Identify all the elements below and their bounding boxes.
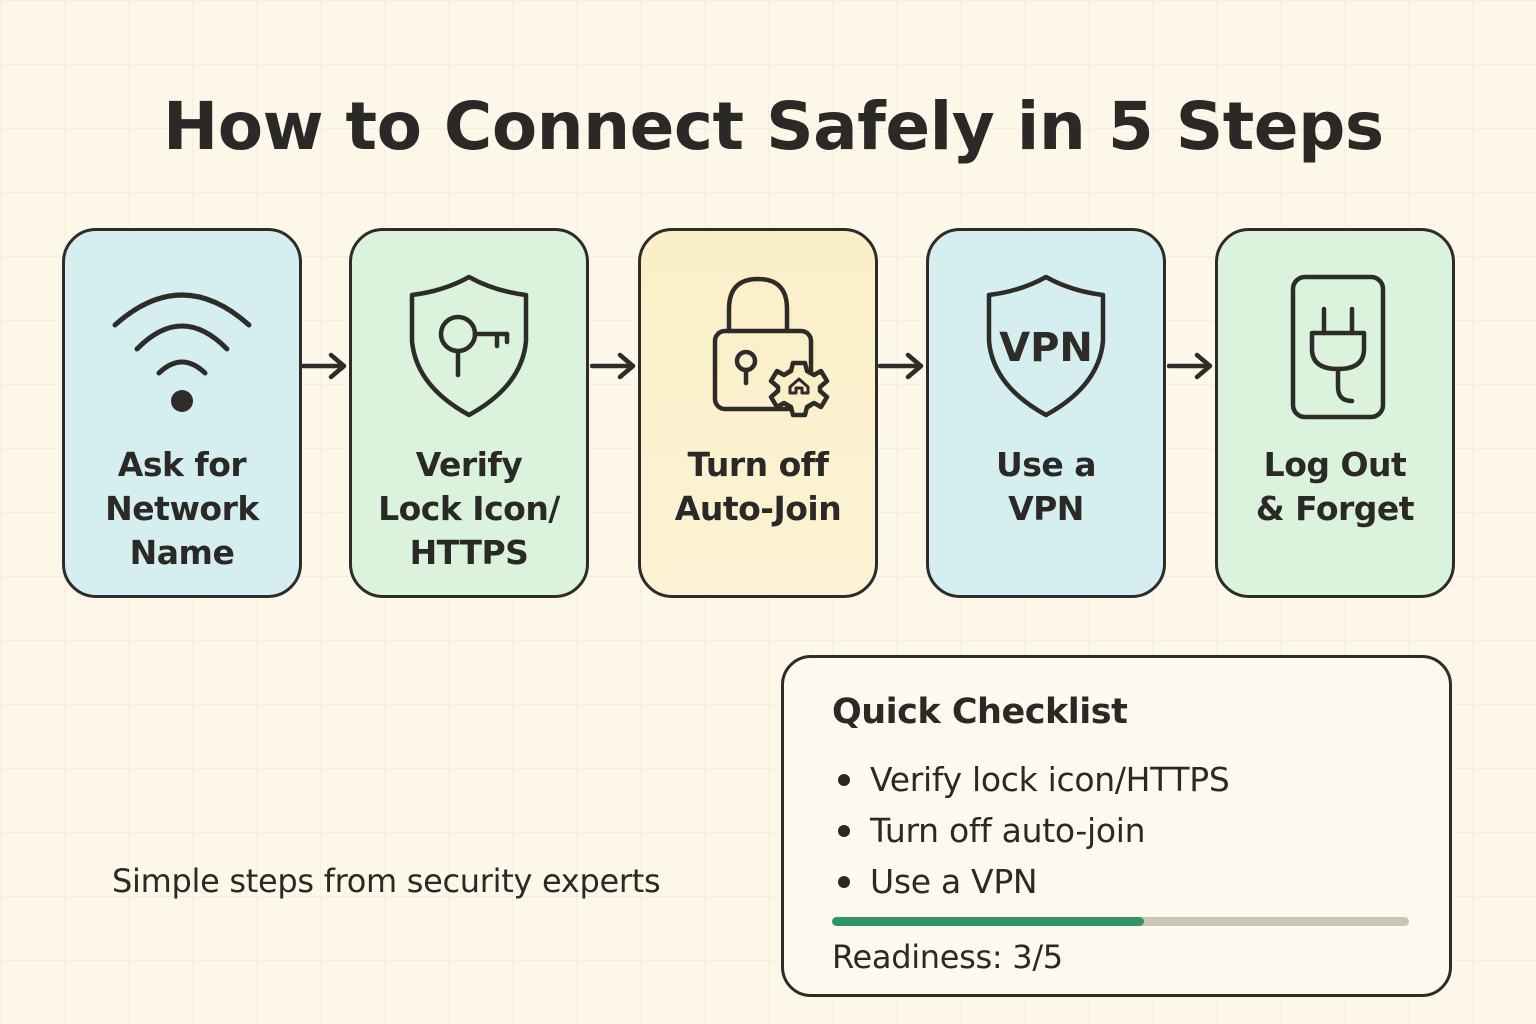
page-title: How to Connect Safely in 5 Steps [163,88,1384,165]
vpn-icon-text: VPN [999,325,1093,371]
step-label: Log Out & Forget [1255,445,1415,528]
shield-key-icon [394,271,544,421]
wifi-icon [107,271,257,421]
step-label: Use a VPN [995,445,1097,528]
unplug-icon [1260,271,1410,421]
step-card-verify-lock: Verify Lock Icon/ HTTPS [349,228,589,598]
checklist-item: Use a VPN [834,856,1230,907]
vpn-shield-icon: VPN [971,271,1121,421]
checklist-list: Verify lock icon/HTTPS Turn off auto-joi… [834,754,1230,907]
step-label: Ask for Network Name [105,445,259,572]
readiness-progress-bar [832,917,1409,926]
checklist-item: Turn off auto-join [834,805,1230,856]
step-card-ask-network-name: Ask for Network Name [62,228,302,598]
arrow-right-icon [590,350,638,382]
quick-checklist-panel: Quick Checklist Verify lock icon/HTTPS T… [781,655,1452,997]
arrow-right-icon [1167,350,1215,382]
padlock-gear-icon [683,271,833,421]
step-label: Turn off Auto-Join [674,445,842,528]
checklist-item: Verify lock icon/HTTPS [834,754,1230,805]
arrow-right-icon [878,350,926,382]
step-card-log-out-forget: Log Out & Forget [1215,228,1455,598]
readiness-progress-fill [832,917,1144,926]
bullet-icon [838,876,850,888]
bullet-icon [838,825,850,837]
step-label: Verify Lock Icon/ HTTPS [378,445,560,572]
checklist-title: Quick Checklist [832,692,1128,732]
bullet-icon [838,774,850,786]
tagline: Simple steps from security experts [112,862,661,900]
step-card-use-vpn: VPN Use a VPN [926,228,1166,598]
step-card-turn-off-auto-join: Turn off Auto-Join [638,228,878,598]
readiness-label: Readiness: 3/5 [832,938,1063,976]
arrow-right-icon [301,350,349,382]
